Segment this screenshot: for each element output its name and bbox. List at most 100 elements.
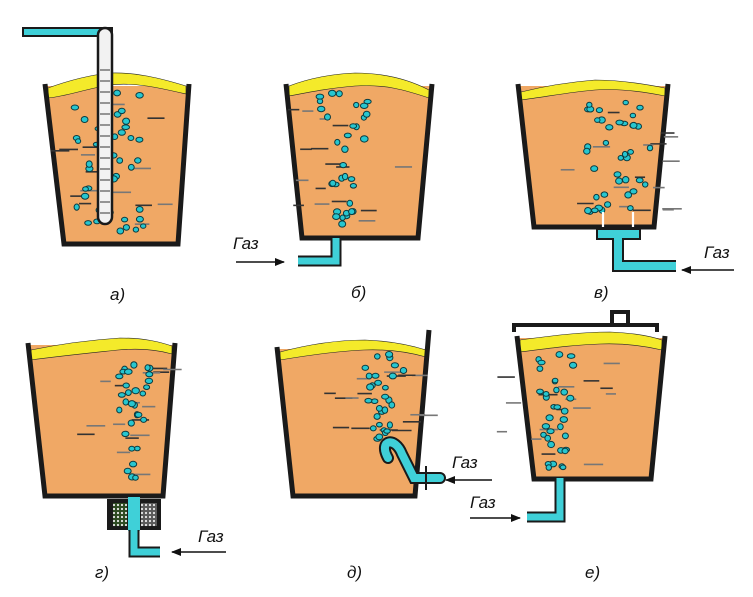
gas-bubble (375, 405, 383, 412)
panel-g: Газ г) (25, 337, 226, 582)
gas-bubble (362, 110, 371, 118)
gas-bubble (583, 147, 591, 155)
porous-dot (144, 503, 148, 507)
gas-bubble (622, 99, 629, 106)
gas-bubble (629, 112, 637, 119)
gas-bubble (552, 377, 559, 384)
gas-bubble (375, 433, 384, 441)
gas-bubble (145, 371, 154, 378)
gas-bubble (116, 157, 124, 164)
gas-bubble (122, 117, 131, 125)
gas-bubble (604, 201, 612, 208)
porous-dot (120, 503, 124, 507)
porous-dot (120, 515, 124, 519)
gas-bubble (361, 364, 370, 371)
lance-segments (100, 69, 110, 214)
gas-bubble (341, 145, 349, 153)
panel-b: Газ б) (233, 72, 435, 302)
gas-bubble (629, 188, 638, 195)
gas-bubbles (288, 89, 413, 228)
porous-dot (144, 511, 148, 515)
gas-bubble (615, 177, 623, 185)
gas-bubble (613, 171, 622, 178)
porous-dot (112, 507, 116, 511)
gas-bubble (121, 124, 130, 130)
porous-dot (152, 519, 156, 523)
gas-bubble (636, 104, 644, 111)
gas-bubble (595, 107, 604, 114)
porous-dot (120, 523, 124, 527)
gas-bubble (385, 351, 394, 358)
gas-bubbles (496, 351, 620, 471)
gas-bubble (642, 181, 649, 188)
porous-dot (140, 523, 144, 527)
melt (520, 86, 666, 225)
gas-bubble (366, 383, 375, 391)
gas-bubble (75, 138, 82, 144)
gas-bubble (374, 379, 383, 386)
ladle-lid (512, 323, 659, 332)
gas-bubble (128, 445, 136, 452)
gas-bubble (546, 428, 555, 435)
gas-bubble (560, 388, 569, 396)
gas-bubble (328, 89, 337, 97)
ladle-wall (515, 83, 671, 230)
gas-bubble (559, 464, 567, 471)
gas-bubble (544, 434, 552, 442)
gas-bubble (584, 207, 592, 215)
gas-bubble (605, 124, 614, 131)
gas-bubble (140, 416, 148, 423)
gas-manifold (596, 228, 676, 272)
gas-bubble (388, 401, 396, 409)
porous-dot (152, 523, 156, 527)
gas-bubble (349, 123, 358, 129)
gas-bubble (627, 205, 634, 212)
gas-bubble (127, 135, 135, 141)
gas-bubble (131, 387, 140, 395)
porous-dot (148, 507, 152, 511)
gas-bubble (381, 393, 390, 400)
gas-bubble (84, 220, 92, 226)
gas-bubble (593, 193, 600, 201)
porous-dot (152, 515, 156, 519)
gas-bubble (622, 176, 630, 184)
gas-bubble (635, 177, 644, 184)
gas-bubble (566, 353, 576, 359)
gas-bubble (341, 172, 349, 181)
lance (96, 26, 114, 226)
gas-label-g: Газ (198, 527, 224, 546)
porous-dot (152, 511, 156, 515)
gas-bubble (541, 423, 551, 430)
gas-label-b: Газ (233, 234, 259, 253)
gas-bubble (363, 98, 372, 105)
gas-bubble (334, 138, 341, 146)
gas-bubble (73, 203, 80, 211)
caption-v: в) (594, 283, 609, 302)
gas-bubble (127, 163, 135, 171)
gas-bubble (627, 149, 634, 155)
porous-dot (124, 511, 128, 515)
porous-dot (116, 503, 120, 507)
gas-bubble (621, 150, 629, 158)
porous-dot (120, 519, 124, 523)
gas-bubble (139, 390, 147, 397)
caption-g: г) (95, 563, 109, 582)
gas-bubble (134, 411, 143, 418)
gas-bubble (347, 176, 356, 182)
gas-bubble (315, 93, 325, 100)
porous-dot (148, 519, 152, 523)
panel-v: Газ в) (515, 79, 734, 302)
gas-bubble (144, 364, 151, 372)
gas-bubble (386, 421, 393, 429)
ladle-wall (42, 83, 192, 247)
gas-bubble (348, 208, 356, 216)
porous-dot (116, 507, 120, 511)
gas-bubble (629, 121, 638, 129)
porous-dot (144, 507, 148, 511)
porous-dot (144, 515, 148, 519)
gas-bubbles (77, 361, 182, 481)
gas-bubble (388, 372, 397, 380)
gas-bubble (586, 101, 593, 108)
porous-plug (107, 497, 161, 531)
gas-bubble (135, 136, 144, 143)
